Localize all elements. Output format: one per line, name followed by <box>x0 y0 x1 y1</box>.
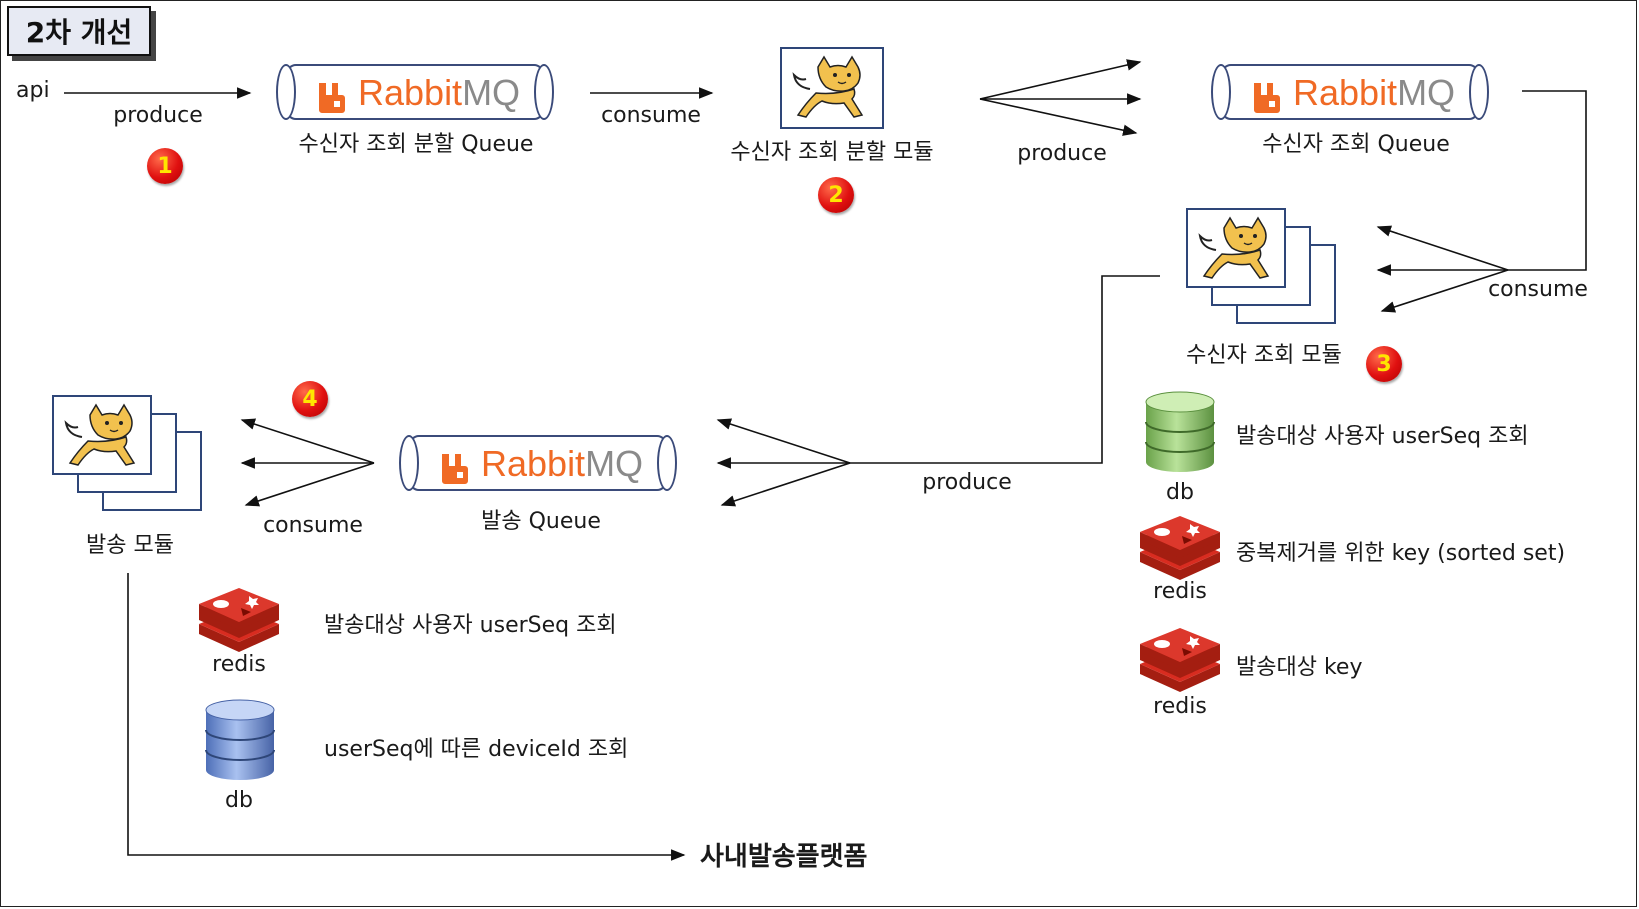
split-module <box>780 47 886 131</box>
arrow-fan-4a <box>240 418 375 464</box>
db-icon <box>205 699 275 780</box>
send-module <box>52 395 212 515</box>
store-left-caption-2: db <box>225 788 253 813</box>
consume-label-3: consume <box>263 513 363 538</box>
rabbitmq-icon <box>442 454 468 484</box>
arrow-to-platform <box>127 573 686 861</box>
store-right-caption-2: redis <box>1153 579 1207 604</box>
send-module-caption: 발송 모듈 <box>86 533 174 558</box>
step-badge-4: 4 <box>292 381 328 417</box>
redis-icon <box>199 588 279 652</box>
redis-icon <box>1140 628 1220 692</box>
store-left-desc-2: userSeq에 따른 deviceId 조회 <box>324 737 629 762</box>
arrow-fan-3c <box>720 462 851 507</box>
split-queue: RabbitMQ <box>276 64 556 124</box>
produce-label-2: produce <box>1017 141 1107 166</box>
recipient-queue-caption: 수신자 조회 Queue <box>1262 132 1450 157</box>
produce-label-3: produce <box>922 470 1012 495</box>
arrow-fan-1c <box>979 98 1138 136</box>
store-left-desc-1: 발송대상 사용자 userSeq 조회 <box>324 613 617 638</box>
page-title: 2차 개선 <box>7 6 151 56</box>
wire-produce-send-queue <box>850 275 1160 464</box>
rabbitmq-icon <box>319 83 345 113</box>
store-right-caption-1: db <box>1166 480 1194 505</box>
store-right-desc-1: 발송대상 사용자 userSeq 조회 <box>1236 424 1529 449</box>
arrow-fan-2a <box>1376 225 1509 271</box>
arrow-fan-2c <box>1380 269 1509 313</box>
rabbitmq-logo: RabbitMQ <box>1253 72 1455 114</box>
tomcat-icon <box>1198 216 1270 279</box>
send-queue-caption: 발송 Queue <box>481 509 601 534</box>
step-badge-2: 2 <box>818 177 854 213</box>
arrow-fan-4c <box>244 462 375 507</box>
wire-queue-to-consumers <box>1508 90 1587 271</box>
consume-label-1: consume <box>601 103 701 128</box>
send-queue: RabbitMQ <box>399 435 679 495</box>
store-left-caption-1: redis <box>212 652 266 677</box>
rabbitmq-logo: RabbitMQ <box>441 443 643 485</box>
recipient-queue: RabbitMQ <box>1211 64 1491 124</box>
tomcat-icon <box>64 403 136 466</box>
store-right-desc-3: 발송대상 key <box>1236 655 1363 680</box>
step-badge-3: 3 <box>1366 346 1402 382</box>
rabbitmq-icon <box>1254 83 1280 113</box>
store-right-caption-3: redis <box>1153 694 1207 719</box>
recipient-module <box>1186 208 1346 328</box>
produce-label-1: produce <box>113 103 203 128</box>
arrow-fan-1a <box>979 59 1142 100</box>
consume-label-2: consume <box>1488 277 1588 302</box>
store-right-desc-2: 중복제거를 위한 key (sorted set) <box>1236 541 1566 566</box>
split-queue-caption: 수신자 조회 분할 Queue <box>298 132 534 157</box>
db-icon <box>1145 391 1215 472</box>
platform-label: 사내발송플랫폼 <box>700 842 868 872</box>
redis-icon <box>1140 516 1220 580</box>
step-badge-1: 1 <box>147 148 183 184</box>
split-module-caption: 수신자 조회 분할 모듈 <box>730 140 934 165</box>
tomcat-icon <box>792 55 864 118</box>
api-label: api <box>16 78 50 103</box>
rabbitmq-logo: RabbitMQ <box>318 72 520 114</box>
arrow-fan-3a <box>716 418 851 464</box>
recipient-module-caption: 수신자 조회 모듈 <box>1186 343 1342 368</box>
